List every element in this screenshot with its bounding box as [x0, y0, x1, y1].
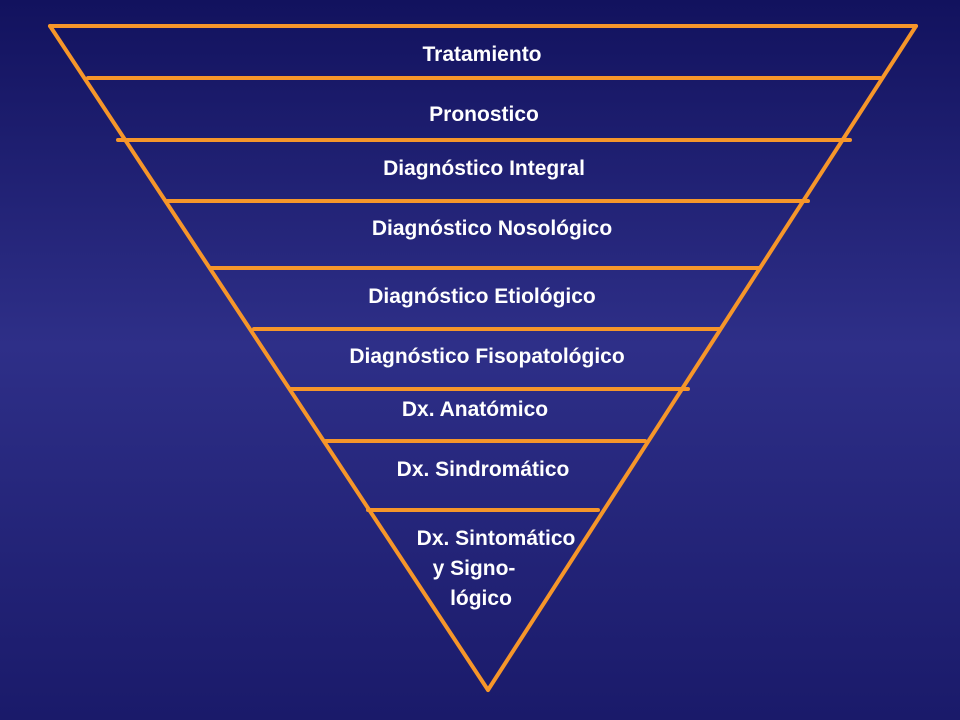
level-label-line-2: y Signo-	[432, 557, 516, 580]
pyramid-left-edge	[48, 24, 490, 692]
level-label-diagnostico-fisopatologico: Diagnóstico Fisopatológico	[349, 345, 625, 368]
level-label-pronostico: Pronostico	[429, 103, 539, 126]
level-label-tratamiento: Tratamiento	[422, 43, 542, 66]
level-label-dx-sintomatico: Dx. Sintomático y Signo- lógico	[405, 524, 576, 614]
level-label-line-3: lógico	[450, 587, 512, 610]
level-label-diagnostico-integral: Diagnóstico Integral	[383, 157, 585, 180]
pyramid-right-edge	[486, 24, 918, 692]
level-label-diagnostico-nosologico: Diagnóstico Nosológico	[371, 217, 613, 240]
level-label-diagnostico-etiologico: Diagnóstico Etiológico	[368, 285, 596, 308]
level-label-dx-anatomico: Dx. Anatómico	[401, 398, 549, 421]
level-label-line-1: Dx. Sintomático	[416, 527, 576, 550]
level-label-dx-sindromatico: Dx. Sindromático	[396, 458, 570, 481]
